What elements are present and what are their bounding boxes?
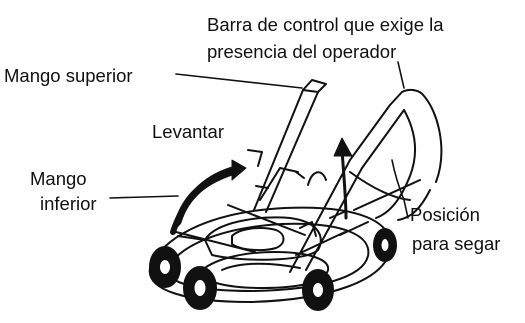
- leader-upper-handle: [175, 73, 303, 89]
- lower-handle: [170, 166, 306, 253]
- handle-mowing-position: [289, 88, 443, 273]
- lower-handle-label-line1: Mango: [30, 168, 87, 189]
- lift-label: Levantar: [152, 121, 224, 142]
- lift-arrow-right: [333, 137, 353, 220]
- lift-arrow-left: [174, 159, 247, 226]
- operator-presence-bar-label-line2: presencia del operador: [207, 41, 397, 62]
- leader-lines: [109, 61, 409, 219]
- rear-left-wheel: [183, 266, 217, 310]
- front-right-wheel: [373, 228, 397, 262]
- operator-presence-bar-label-line1: Barra de control que exige la: [207, 14, 444, 35]
- upper-handle: [247, 79, 327, 213]
- lower-handle-label-line2: inferior: [40, 193, 97, 214]
- front-left-wheel: [149, 246, 181, 288]
- mowing-position-label-line1: Posición: [410, 204, 480, 225]
- mowing-position-label-line2: para segar: [412, 233, 501, 254]
- rear-right-wheel: [302, 269, 334, 311]
- leader-operator-bar: [397, 61, 405, 89]
- leader-mowing-position: [391, 159, 409, 219]
- upper-handle-label: Mango superior: [4, 65, 133, 86]
- leader-lower-handle: [109, 195, 179, 199]
